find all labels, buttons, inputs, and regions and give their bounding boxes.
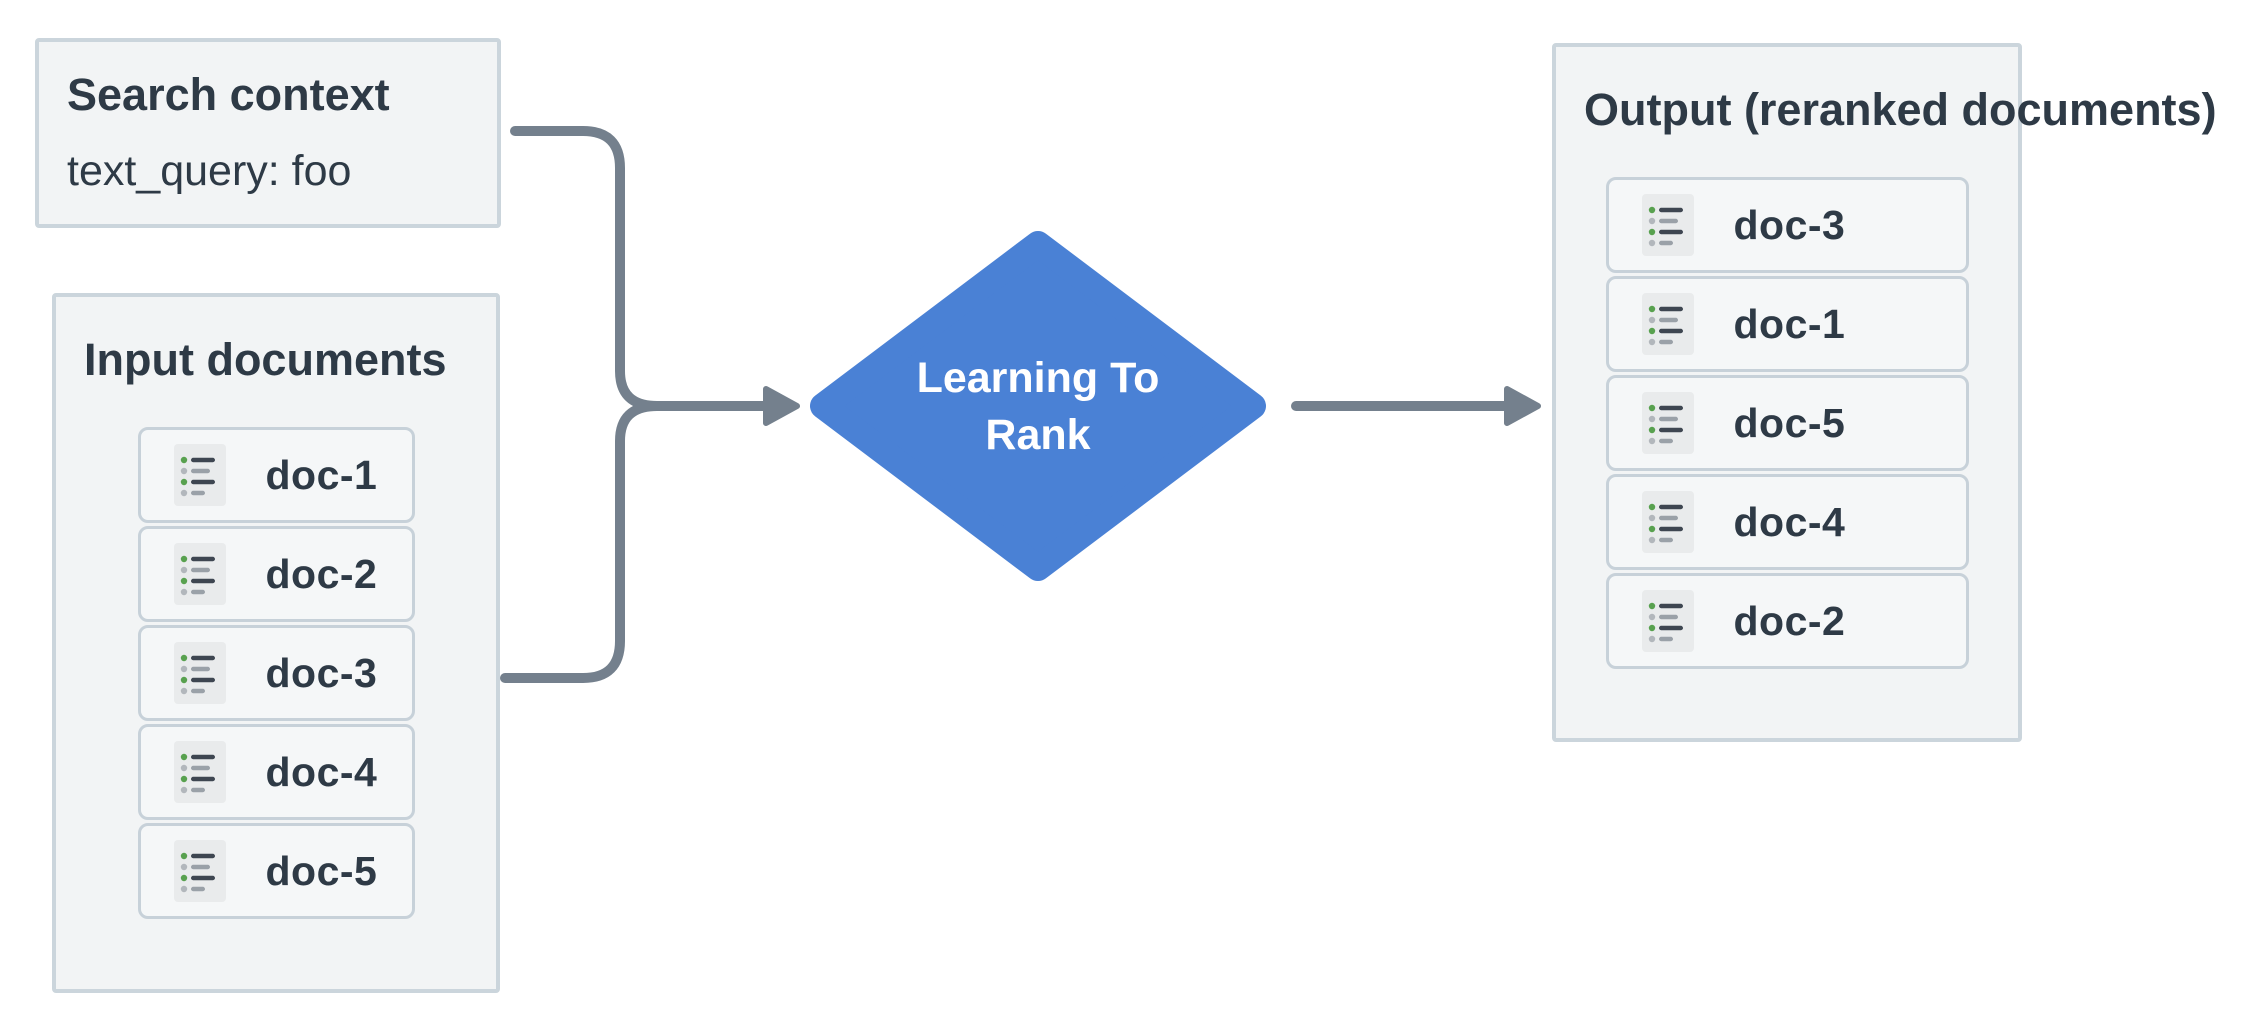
doc-item-doc-2: doc-2: [1605, 573, 1969, 669]
doc-item-label: doc-5: [1733, 399, 1846, 446]
doc-item-label: doc-1: [1733, 300, 1846, 347]
doc-item-doc-5: doc-5: [1605, 375, 1969, 471]
doc-item-label: doc-2: [1733, 597, 1846, 644]
arrowhead-into-diamond: [763, 386, 800, 426]
document-list-icon: [1641, 194, 1694, 256]
search-query-text: text_query: foo: [67, 147, 352, 195]
document-list-icon: [1641, 392, 1694, 454]
document-list-icon: [173, 543, 226, 605]
doc-item-label: doc-3: [1733, 201, 1846, 248]
doc-item-doc-3: doc-3: [1605, 177, 1969, 273]
doc-item-label: doc-2: [265, 550, 378, 597]
search-context-to-rank-connector: [510, 126, 775, 411]
search-context-title: Search context: [67, 69, 390, 120]
document-list-icon: [1641, 491, 1694, 553]
input-documents-panel: Input documents doc-1: [52, 293, 500, 993]
process-node-label: Learning To Rank: [916, 354, 1160, 459]
output-documents-panel: Output (reranked documents) doc-3: [1552, 43, 2217, 742]
doc-item-label: doc-5: [265, 847, 378, 894]
doc-item-doc-5: doc-5: [137, 823, 415, 919]
document-list-icon: [173, 741, 226, 803]
doc-item-doc-4: doc-4: [137, 724, 415, 820]
document-list-icon: [1641, 293, 1694, 355]
doc-item-doc-3: doc-3: [137, 625, 415, 721]
doc-item-doc-4: doc-4: [1605, 474, 1969, 570]
input-doc-list: doc-1 doc-2: [137, 427, 415, 919]
doc-item-label: doc-4: [1733, 498, 1846, 545]
doc-item-label: doc-4: [265, 748, 378, 795]
document-list-icon: [173, 642, 226, 704]
document-list-icon: [1641, 590, 1694, 652]
doc-item-doc-1: doc-1: [137, 427, 415, 523]
doc-item-label: doc-1: [265, 451, 378, 498]
learning-to-rank-diamond: [810, 231, 1266, 581]
input-documents-title: Input documents: [84, 334, 447, 385]
output-documents-title: Output (reranked documents): [1584, 84, 2217, 135]
document-list-icon: [173, 444, 226, 506]
doc-item-doc-2: doc-2: [137, 526, 415, 622]
output-doc-list: doc-3 doc-1: [1605, 177, 1969, 669]
doc-item-label: doc-3: [265, 649, 378, 696]
arrowhead-into-output: [1504, 386, 1541, 426]
input-documents-to-rank-connector: [500, 401, 662, 683]
document-list-icon: [173, 840, 226, 902]
doc-item-doc-1: doc-1: [1605, 276, 1969, 372]
search-context-panel: Search context text_query: foo: [35, 38, 501, 228]
